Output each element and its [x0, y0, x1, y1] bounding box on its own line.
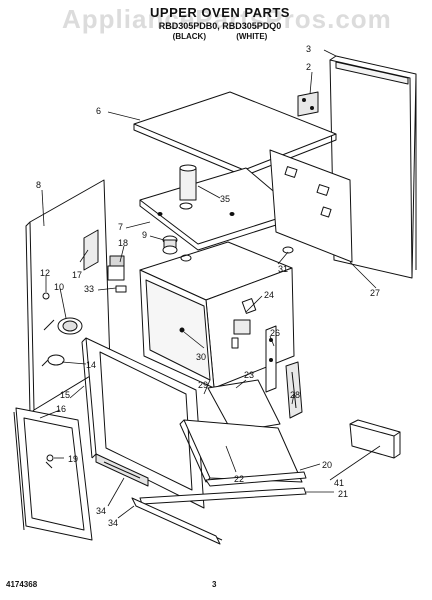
callout-34: 34: [108, 518, 118, 528]
title-block: UPPER OVEN PARTS RBD305PDB0, RBD305PDQ0 …: [120, 6, 320, 41]
part-17-bracket: [83, 229, 99, 271]
callout-28: 28: [290, 390, 300, 400]
part-34-kick-trim: [131, 497, 221, 545]
color-label-black: (BLACK): [172, 32, 206, 42]
callout-33: 34: [96, 506, 106, 516]
callout-19: 20: [322, 460, 332, 470]
model-numbers: RBD305PDB0, RBD305PDQ0: [158, 20, 282, 31]
callout-29: 30: [196, 352, 206, 362]
part-23-bracket: [233, 319, 251, 335]
callout-15: 16: [56, 404, 66, 414]
callout-18: 18: [118, 238, 128, 248]
part-11-plug: [42, 292, 50, 300]
callout-3: 3: [306, 44, 311, 54]
color-label-white: (WHITE): [236, 32, 268, 42]
part-12-clip: [41, 354, 65, 367]
leader-lines: [39, 49, 381, 519]
callout-22: 23: [244, 370, 254, 380]
part-30-grommet: [282, 246, 294, 254]
callout-35: 35: [220, 194, 230, 204]
part-41-bracket: [349, 419, 401, 459]
callout-8: 8: [36, 180, 41, 190]
part-28-latch: [285, 361, 303, 419]
page-number: 3: [212, 580, 217, 589]
callout-20: 21: [338, 489, 348, 499]
callout-23: 24: [264, 290, 274, 300]
diagram-title: UPPER OVEN PARTS: [150, 5, 290, 20]
watermark: AppliancePartsPros.com: [62, 4, 392, 34]
part-14-front-frame: [81, 337, 205, 509]
part-22-rail: [207, 379, 281, 433]
part-10-light-socket: [43, 317, 83, 335]
callout-26: 27: [370, 288, 380, 298]
callout-2: 2: [306, 62, 311, 72]
part-16-handle: [45, 454, 54, 469]
callout-27: 29: [198, 380, 208, 390]
part-24-hinge-bracket: [265, 325, 277, 393]
part-15-door: [13, 407, 93, 541]
part-26-rear-panel: [269, 149, 353, 263]
part-35-top-brace: [139, 164, 299, 251]
document-number: 4174368: [6, 580, 38, 589]
callout-24: 26: [270, 328, 280, 338]
part-9-connector: [162, 235, 178, 255]
callout-12: 14: [86, 360, 96, 370]
part-33-vent: [95, 453, 149, 487]
callout-17: 17: [72, 270, 82, 280]
part-2-bracket: [297, 91, 319, 117]
callout-6: 6: [96, 106, 101, 116]
callout-30: 31: [278, 264, 288, 274]
part-18-switch: [107, 255, 125, 281]
part-19-trim: [205, 471, 307, 487]
callout-10: 10: [54, 282, 64, 292]
callout-7: 7: [118, 222, 123, 232]
callout-11: 12: [40, 268, 50, 278]
callout-9: 9: [142, 230, 147, 240]
callout-31: 33: [84, 284, 94, 294]
color-labels: (BLACK) (WHITE): [120, 32, 320, 42]
callout-41: 41: [334, 478, 344, 488]
callout-numbers: 3 2 6 8 35 7 9 18 17 12 10 33 31 27 24 2…: [36, 44, 380, 528]
callout-21: 22: [234, 474, 244, 484]
callout-14: 15: [60, 390, 70, 400]
callout-16: 19: [68, 454, 78, 464]
part-31-clip: [115, 285, 127, 293]
